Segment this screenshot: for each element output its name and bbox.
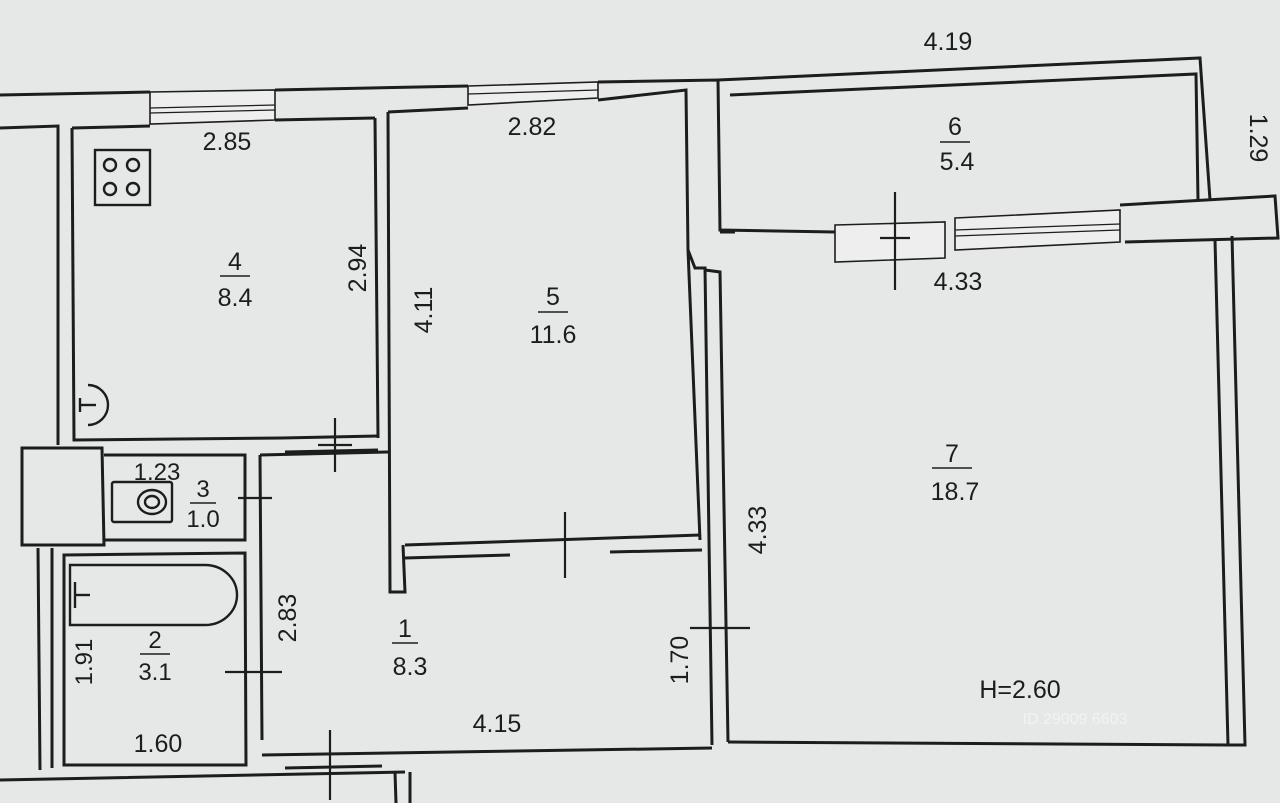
room-number: 3 [196,476,209,503]
dim-bath-side: 1.91 [71,639,98,686]
sink-icon [78,383,110,427]
bathtub-icon [68,563,239,627]
windows [149,81,1121,263]
room-area: 8.4 [218,284,253,312]
room-label-5: 5 11.6 [530,283,577,349]
walls [0,56,1280,803]
dim-room7-side: 4.33 [744,506,772,555]
room-number: 4 [228,248,242,276]
room-area: 1.0 [186,506,219,533]
dim-balcony-side: 1.29 [1244,114,1272,163]
room-number: 7 [945,440,959,468]
dim-wc-top: 1.23 [134,459,181,486]
dim-bath-bottom: 1.60 [134,730,183,758]
room-label-4: 4 8.4 [218,248,253,312]
room-label-1: 1 8.3 [392,615,427,681]
room-number: 1 [398,615,412,643]
room-label-6: 6 5.4 [940,113,975,176]
room-label-7: 7 18.7 [931,440,980,506]
room-area: 3.1 [138,659,171,686]
room-number: 5 [546,283,560,311]
room-label-2: 2 3.1 [138,627,171,686]
dim-kitchen-side: 2.94 [344,244,372,293]
room-area: 8.3 [393,653,428,681]
dim-hall-side: 2.83 [274,594,302,643]
door-marks [225,192,910,800]
room-area: 5.4 [940,148,975,176]
dim-room7-top: 4.33 [934,268,983,296]
dim-room5-side: 4.11 [410,287,438,334]
room-area: 18.7 [931,478,980,506]
toilet-icon [110,480,174,524]
ceiling-height: H=2.60 [979,676,1060,704]
dimension-labels: 4.19 1.29 2.85 2.94 2.82 4.11 4.33 4.33 … [71,28,1272,758]
dim-top-balcony: 4.19 [924,28,973,56]
watermark: ID 29009 6603 [1023,711,1128,728]
room-area: 11.6 [530,321,577,349]
stove-icon [93,148,152,207]
dim-kitchen-top: 2.85 [203,128,252,156]
dim-hall-right: 1.70 [666,636,694,685]
dim-hall-bottom: 4.15 [473,710,522,738]
room-number: 6 [948,113,962,141]
dim-room5-top: 2.82 [508,113,557,141]
room-number: 2 [148,627,161,654]
room-label-3: 3 1.0 [186,476,219,533]
